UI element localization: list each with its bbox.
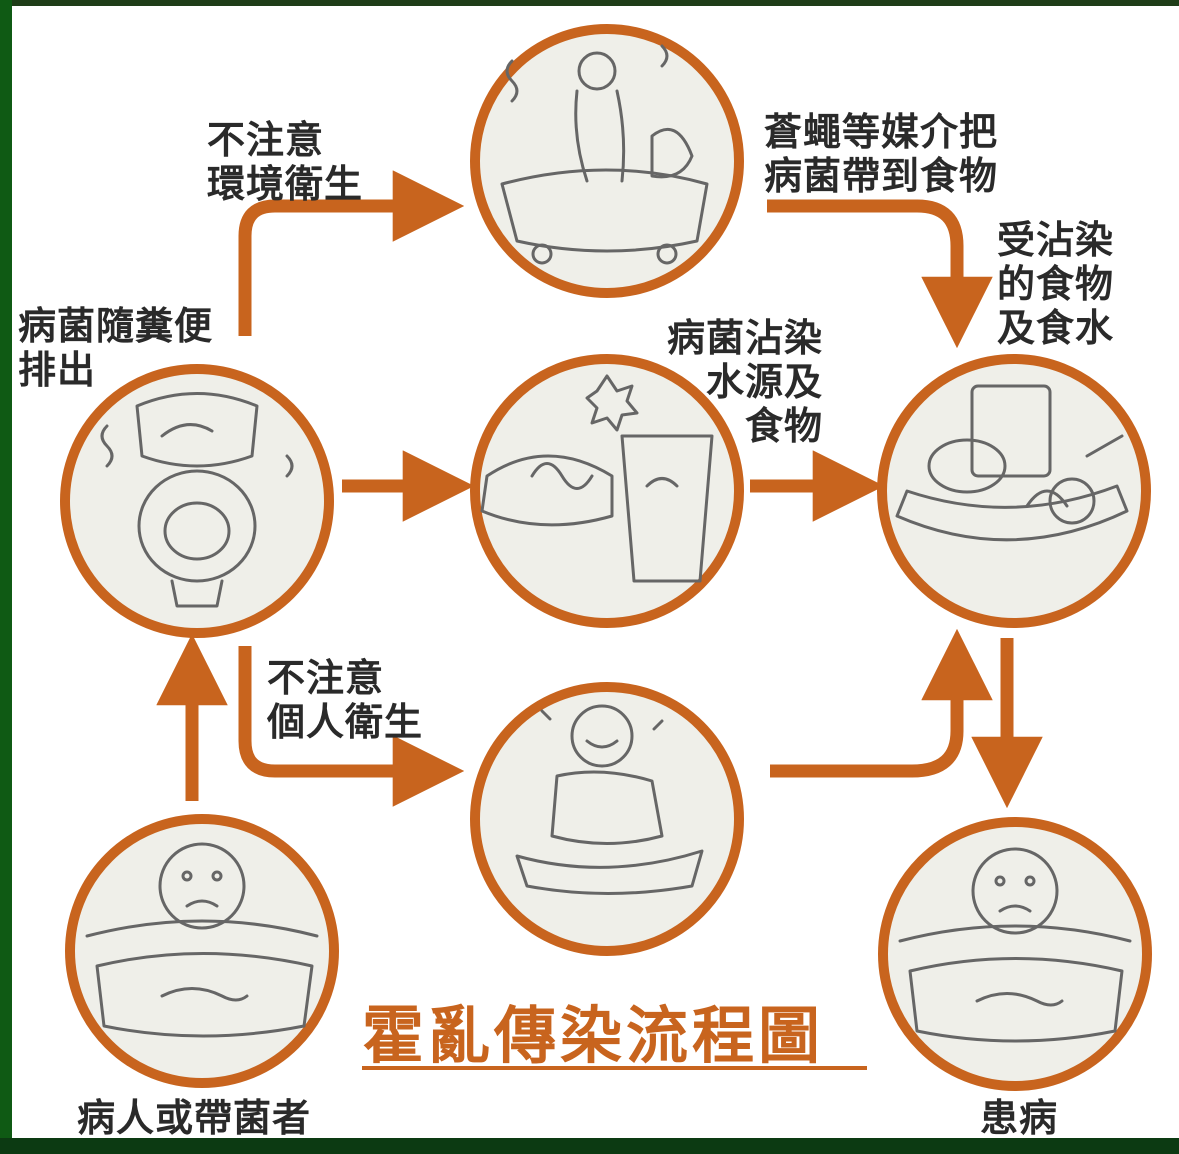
frame-bottom <box>0 1138 1179 1154</box>
node-patient <box>65 814 339 1088</box>
diagram-canvas: 不注意 環境衛生 蒼蠅等媒介把 病菌帶到食物 受沾染 的食物 及食水 病菌隨糞便… <box>12 6 1179 1140</box>
node-sick-person <box>878 817 1152 1091</box>
dirty-child-illustration <box>515 704 704 895</box>
frame-left <box>0 0 12 1154</box>
frame-top <box>0 0 1179 6</box>
patient-in-bed-illustration <box>85 842 319 1038</box>
node-toilet <box>60 364 334 638</box>
label-sick: 患病 <box>980 1096 1059 1140</box>
water-and-food-illustration <box>480 374 714 583</box>
flow-diagram <box>60 24 1152 1091</box>
label-not-environment-hygiene: 不注意 環境衛生 <box>207 118 364 206</box>
label-germs-contaminate-water: 病菌沾染 水源及 食物 <box>667 316 824 448</box>
arrow-toilet-to-hygiene <box>238 646 465 807</box>
node-contaminated-meal <box>877 354 1151 628</box>
label-germs-in-feces: 病菌隨糞便 排出 <box>18 304 214 392</box>
node-water-food <box>470 354 744 628</box>
arrow-hygiene-to-meal <box>770 628 993 778</box>
arrow-environment-to-meal <box>767 199 993 349</box>
arrow-toilet-to-environment <box>238 170 465 336</box>
contaminated-meal-illustration <box>895 384 1129 542</box>
dirty-sink-illustration <box>500 44 709 265</box>
label-patient-or-carrier: 病人或帶菌者 <box>77 1096 312 1140</box>
title-underline <box>362 1066 867 1070</box>
sick-person-in-bed-illustration <box>898 847 1132 1043</box>
node-dirty-environment <box>470 24 744 298</box>
label-not-personal-hygiene: 不注意 個人衛生 <box>267 656 424 744</box>
node-poor-hygiene <box>470 682 744 956</box>
label-flies-carry-germs: 蒼蠅等媒介把 病菌帶到食物 <box>764 110 999 198</box>
label-contaminated-food-water: 受沾染 的食物 及食水 <box>997 218 1115 350</box>
toilet-illustration <box>100 392 294 608</box>
diagram-title: 霍亂傳染流程圖 <box>362 999 825 1072</box>
